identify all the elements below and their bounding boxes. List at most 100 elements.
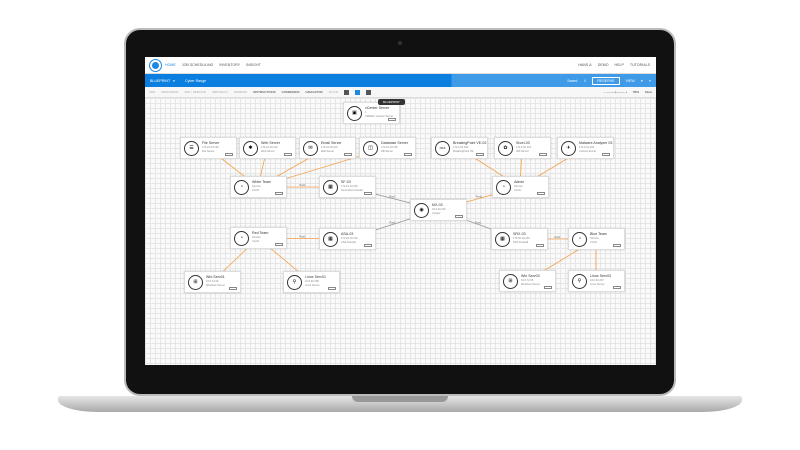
node-actions-icon[interactable] bbox=[364, 244, 372, 247]
node-type: VMWare vCenter Server bbox=[365, 115, 394, 118]
node-type: Linux Server bbox=[590, 283, 605, 286]
node-actions-icon[interactable] bbox=[544, 286, 552, 289]
nav-help[interactable]: HELP bbox=[614, 63, 624, 67]
node-title: Snort-03 bbox=[516, 141, 530, 145]
nav-inventory[interactable]: INVENTORY bbox=[219, 63, 241, 67]
add-abstract-button[interactable]: ABSTRACT bbox=[211, 90, 228, 94]
style-grid-button[interactable] bbox=[366, 89, 372, 95]
node-actions-icon[interactable] bbox=[404, 153, 412, 156]
node-type: Juniper bbox=[432, 212, 441, 215]
node-actions-icon[interactable] bbox=[275, 243, 283, 246]
view-label[interactable]: VIEW bbox=[625, 78, 635, 83]
node-title: ASA-03 bbox=[341, 232, 354, 236]
nav-user[interactable]: HANS.A bbox=[578, 63, 592, 67]
node-title: File Server bbox=[202, 141, 220, 145]
mode-dropdown[interactable]: BLUEPRINT bbox=[150, 78, 171, 83]
node-actions-icon[interactable] bbox=[539, 153, 547, 156]
instructions-button[interactable]: INSTRUCTIONS bbox=[253, 90, 276, 94]
node-title: Email Server bbox=[321, 141, 342, 145]
top-nav: HOME JOB SCHEDULING INVENTORY INSIGHT HA… bbox=[145, 57, 656, 74]
node-actions-icon[interactable] bbox=[536, 244, 544, 247]
nav-home[interactable]: HOME bbox=[165, 63, 176, 67]
node-type: VLAN bbox=[252, 240, 259, 243]
share-icon[interactable]: ⇪ bbox=[583, 78, 587, 83]
node-title: SRX-03 bbox=[513, 232, 526, 236]
camera bbox=[398, 41, 402, 45]
node-detail: 172.16.19.100 bbox=[341, 185, 358, 188]
chevron-down-icon[interactable]: ▾ bbox=[173, 78, 175, 83]
node-actions-icon[interactable] bbox=[476, 153, 484, 156]
nav-insight[interactable]: INSIGHT bbox=[246, 63, 261, 67]
node-actions-icon[interactable] bbox=[613, 286, 621, 289]
node-icon: ▣ bbox=[347, 106, 362, 121]
node-title: Web Server bbox=[261, 141, 280, 145]
node-actions-icon[interactable] bbox=[328, 287, 336, 290]
more-button[interactable]: More bbox=[645, 90, 652, 94]
node-title: White Team bbox=[252, 180, 271, 184]
node-actions-icon[interactable] bbox=[225, 153, 233, 156]
nav-tutorials[interactable]: TUTORIALS bbox=[629, 63, 650, 67]
node-detail: 10.0.30.208 bbox=[305, 280, 319, 283]
node-actions-icon[interactable] bbox=[275, 192, 283, 195]
node-detail: 172.24.19.135 bbox=[381, 146, 398, 149]
node-type: ASA Firewall bbox=[341, 241, 356, 244]
node-detail: Service bbox=[514, 185, 523, 188]
node-actions-icon[interactable] bbox=[364, 192, 372, 195]
node-actions-icon[interactable] bbox=[229, 287, 237, 290]
node-detail: 172.30.19.100 bbox=[513, 237, 530, 240]
node-title: MX-03 bbox=[432, 203, 443, 207]
zoom-slider[interactable]: − ———|——— + bbox=[603, 90, 628, 94]
node-icon: ⊞ bbox=[188, 275, 203, 290]
add-app-button[interactable]: APP / SERVICE bbox=[184, 90, 206, 94]
node-actions-icon[interactable] bbox=[455, 215, 463, 218]
node-actions-icon[interactable] bbox=[537, 192, 545, 195]
style-list-button[interactable] bbox=[344, 89, 350, 95]
node-icon: ▦ bbox=[495, 232, 510, 247]
reserve-button[interactable]: RESERVE bbox=[592, 76, 620, 85]
node-actions-icon[interactable] bbox=[602, 153, 610, 156]
node-icon: ◔ bbox=[572, 232, 587, 247]
menu-icon[interactable]: ≡ bbox=[648, 78, 651, 83]
node-detail: Service bbox=[252, 185, 261, 188]
node-type: VLAN bbox=[590, 241, 597, 244]
node-actions-icon[interactable] bbox=[344, 153, 352, 156]
navigator-button[interactable]: NAVIGATOR bbox=[305, 90, 323, 94]
commands-button[interactable]: COMMANDS bbox=[281, 90, 300, 94]
node-title: Blue Team bbox=[590, 232, 607, 236]
style-blueprint-button[interactable] bbox=[355, 89, 361, 95]
node-title: SF-03 bbox=[341, 180, 351, 184]
node-title: Malware Analyzer 03 bbox=[579, 141, 613, 145]
node-actions-icon[interactable] bbox=[388, 118, 396, 121]
node-type: Linux Server bbox=[305, 284, 320, 287]
node-type: Cuckoo Server bbox=[579, 150, 597, 153]
nav-demo[interactable]: DEMO bbox=[597, 63, 609, 67]
node-actions-icon[interactable] bbox=[613, 244, 621, 247]
node-detail: 172.24.19.115 bbox=[261, 146, 278, 149]
nav-job-scheduling[interactable]: JOB SCHEDULING bbox=[181, 63, 214, 67]
user-icon[interactable]: ● bbox=[640, 78, 643, 83]
add-resource-button[interactable]: RESOURCE bbox=[161, 90, 179, 94]
node-actions-icon[interactable] bbox=[284, 153, 292, 156]
node-type: BreakingPoint VE bbox=[453, 150, 474, 153]
